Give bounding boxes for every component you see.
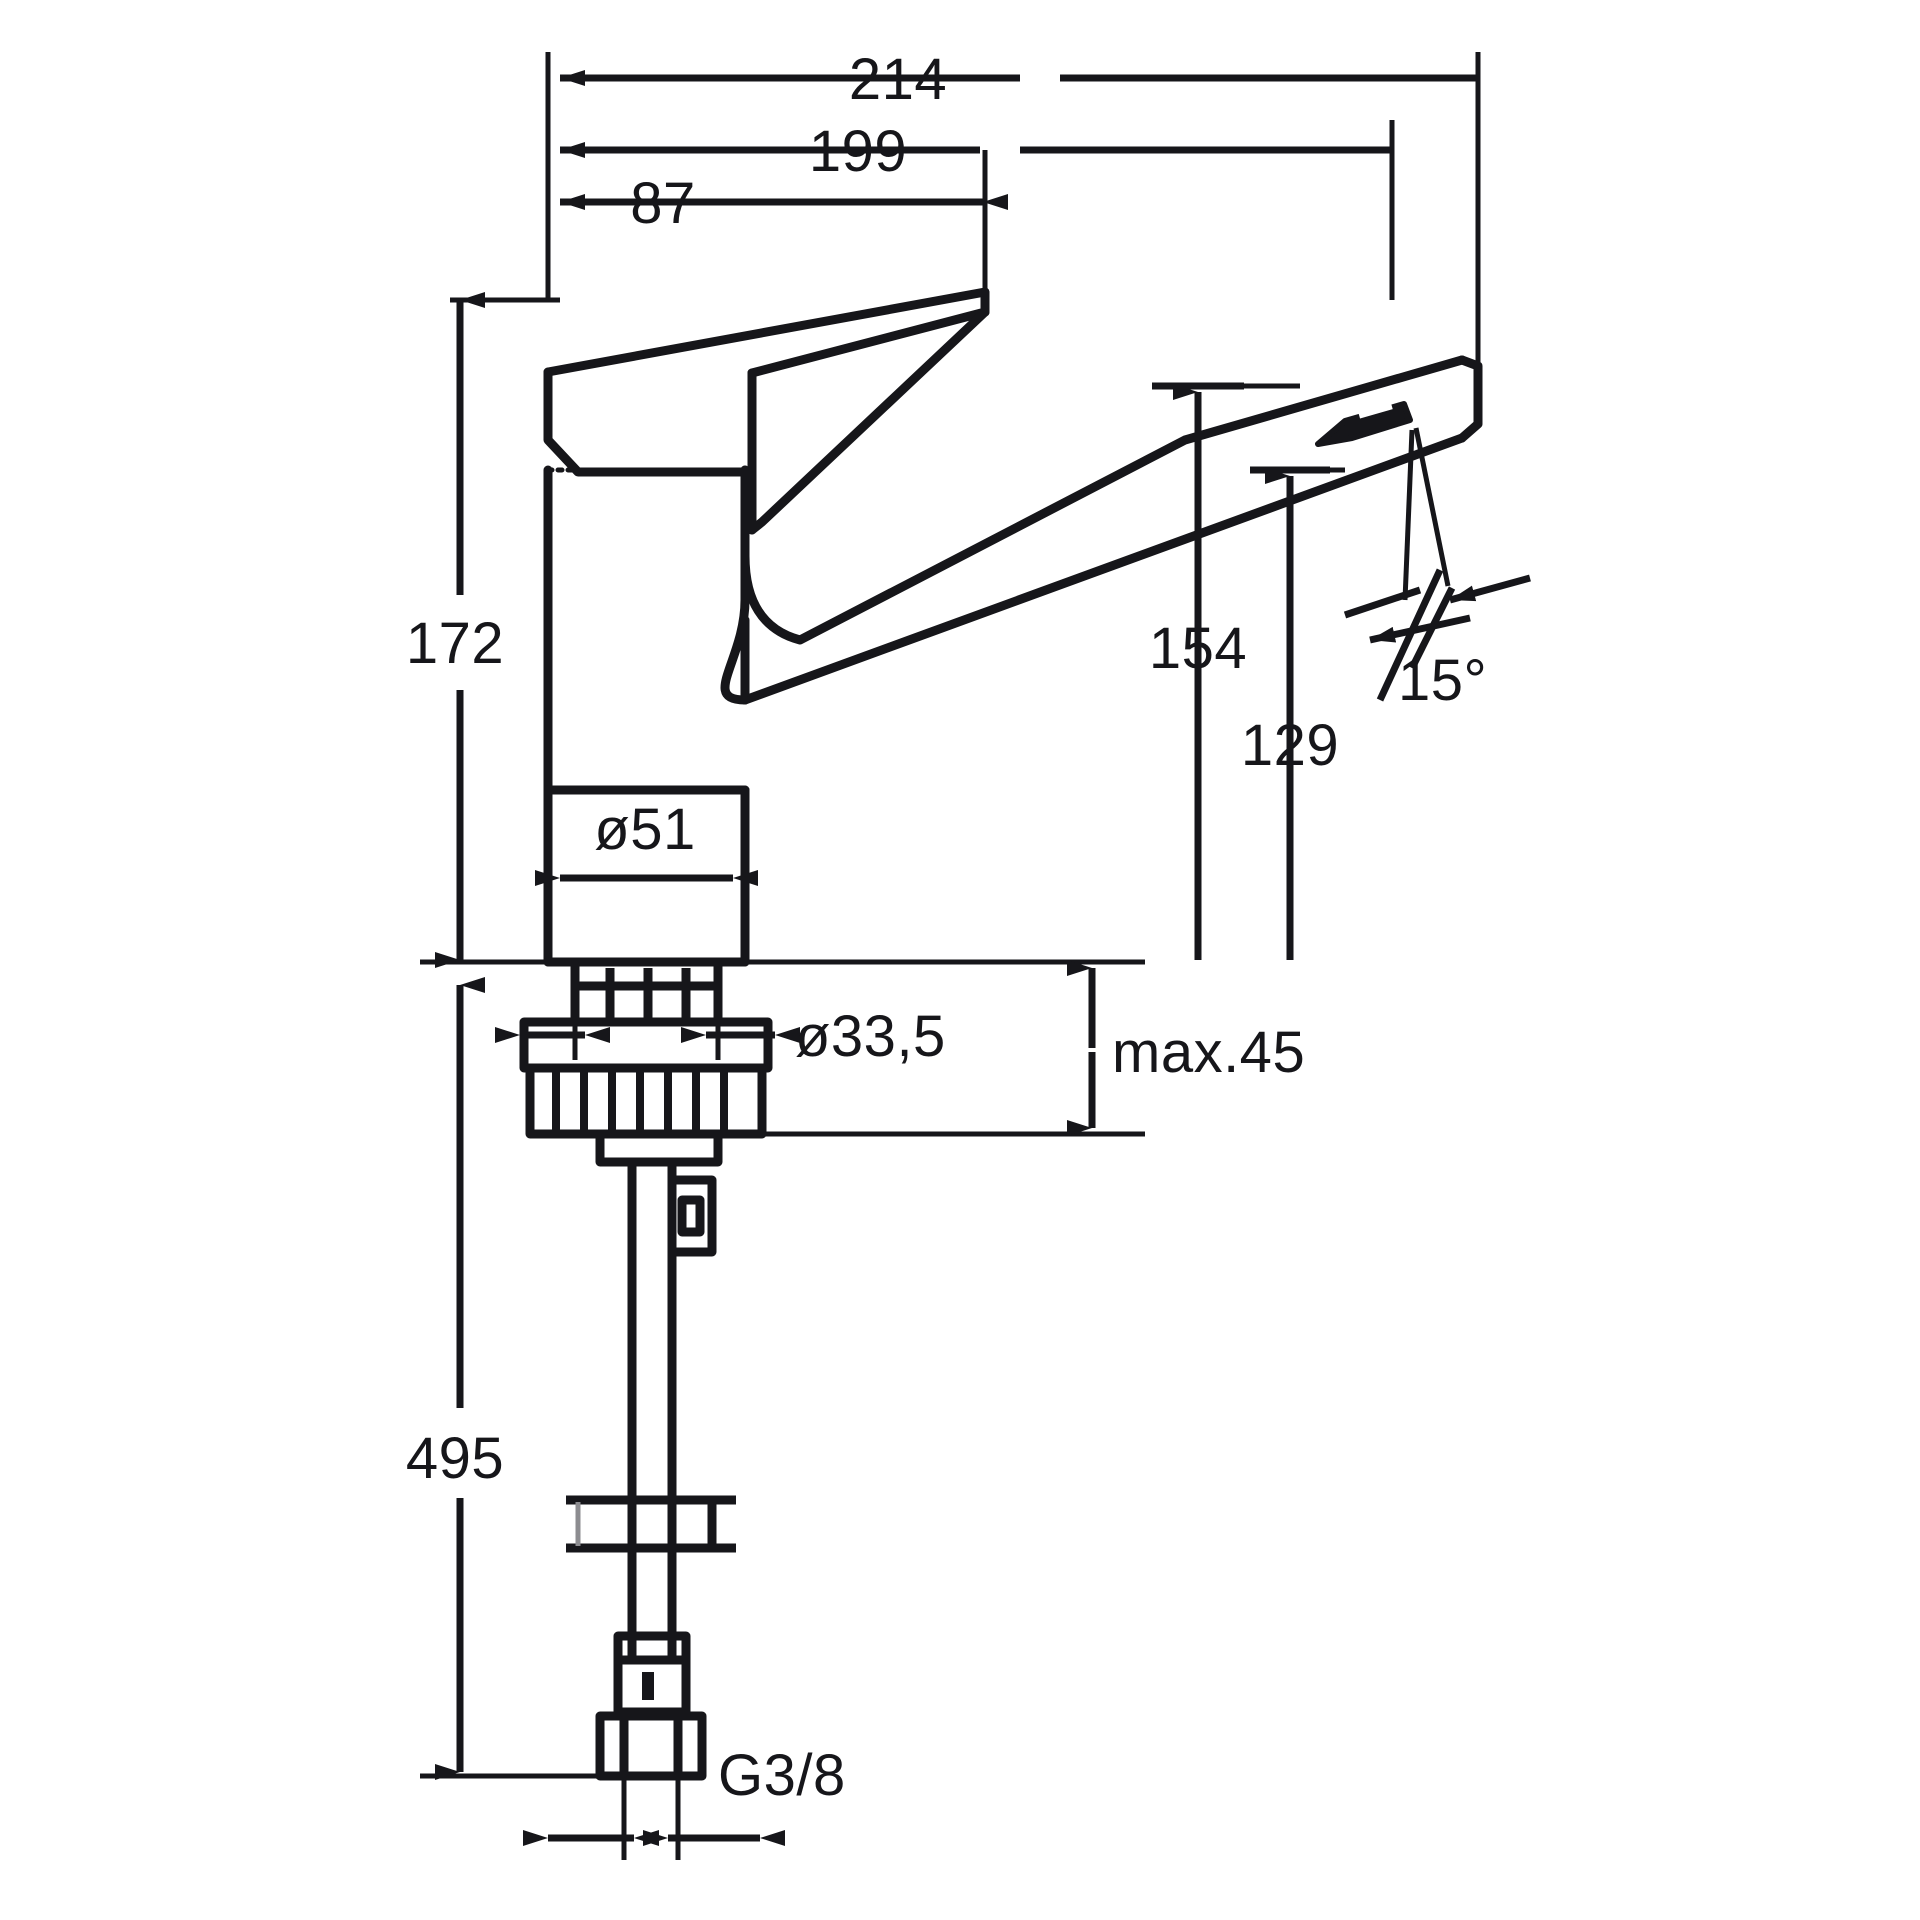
dim-label-154: 154	[1149, 616, 1247, 681]
fixing-nut-knurling	[552, 1070, 728, 1132]
dimension-labels: 214 199 87 172 ø51 ø33,5 154 129 15° max…	[406, 47, 1487, 1808]
dimension-lines-vertical	[435, 292, 1330, 1780]
aerator-body	[1315, 401, 1413, 447]
spout-lower-surface	[740, 433, 1467, 705]
dim-label-495: 495	[406, 1426, 504, 1491]
dim-label-g38: G3/8	[718, 1743, 846, 1808]
dim-label-15deg: 15°	[1398, 648, 1487, 713]
spout-tip-end	[1457, 355, 1483, 443]
hose-nut	[595, 1711, 707, 1781]
dim-label-o51: ø51	[594, 797, 695, 862]
aerator-slot-1	[1357, 399, 1393, 419]
dim-label-o335: ø33,5	[795, 1004, 946, 1069]
dim-label-max45: max.45	[1112, 1020, 1305, 1085]
dim-label-129: 129	[1241, 713, 1339, 778]
projection-lines	[420, 52, 1481, 1860]
angle-arrow-right	[1449, 574, 1531, 604]
supply-hose	[566, 1129, 736, 1781]
angle-dimension-15deg	[1343, 427, 1531, 702]
angle-leg-a	[1376, 568, 1444, 702]
spout-silhouette	[720, 465, 750, 705]
dim-label-87: 87	[630, 171, 696, 236]
hose-upper-fitting	[672, 1175, 717, 1257]
angle-arrow-left	[1369, 614, 1471, 644]
hose-base-plate	[595, 1129, 723, 1167]
dimension-lines-horizontal	[495, 70, 1476, 1846]
spout-neck-curve	[720, 465, 750, 705]
hose-upper-fitting-detail	[677, 1195, 705, 1237]
aerator-slot-2	[1407, 384, 1443, 404]
fixing-nut-outline	[519, 1017, 773, 1073]
dim-label-214: 214	[849, 47, 947, 112]
dim-label-199: 199	[809, 119, 907, 184]
aerator-detail	[1315, 384, 1443, 447]
angle-leader-to-tip	[1402, 429, 1415, 601]
dim-label-172: 172	[406, 611, 504, 676]
angle-leader-to-tip-2	[1413, 427, 1451, 587]
